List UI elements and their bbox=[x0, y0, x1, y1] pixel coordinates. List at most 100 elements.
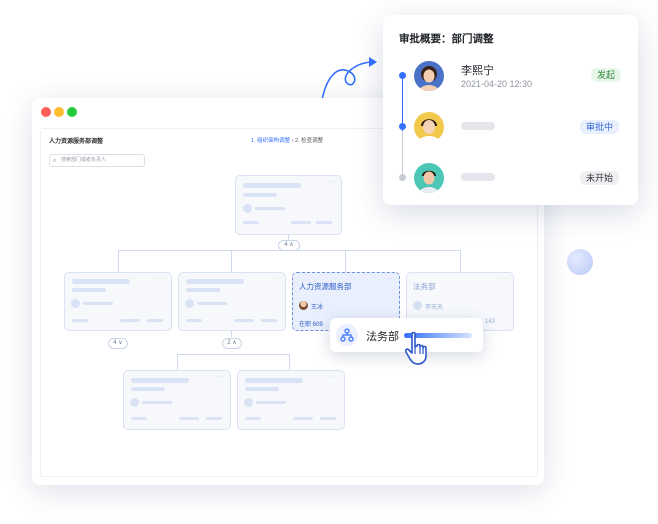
connector-line bbox=[460, 250, 461, 272]
connector-line bbox=[289, 354, 290, 370]
name-placeholder-bar bbox=[461, 122, 495, 130]
placeholder-bar bbox=[245, 387, 279, 391]
placeholder-bar bbox=[291, 221, 311, 224]
placeholder-bar bbox=[243, 221, 259, 224]
approval-summary-popup: 审批概要：部门调整 李熙宁 2021-04-20 12:30 发起 审批中 未开… bbox=[383, 15, 638, 205]
placeholder-bar bbox=[179, 417, 199, 420]
more-icon[interactable]: ··· bbox=[385, 276, 393, 282]
placeholder-bar bbox=[316, 221, 332, 224]
window-close-button[interactable] bbox=[41, 107, 51, 117]
placeholder-bar bbox=[186, 319, 202, 322]
user-avatar bbox=[414, 163, 444, 193]
org-card[interactable]: ··· bbox=[237, 370, 345, 430]
popup-title: 审批概要：部门调整 bbox=[399, 33, 494, 45]
department-name: 人力资源服务部 bbox=[299, 282, 352, 291]
org-card[interactable]: ··· bbox=[123, 370, 231, 430]
status-badge: 发起 bbox=[591, 68, 622, 82]
status-badge: 审批中 bbox=[580, 120, 620, 134]
user-avatar bbox=[414, 61, 444, 91]
placeholder-bar bbox=[131, 378, 189, 383]
placeholder-bar bbox=[256, 401, 286, 404]
timestamp: 2021-04-20 12:30 bbox=[461, 79, 533, 89]
decorative-circle bbox=[567, 249, 593, 275]
more-icon[interactable]: ··· bbox=[499, 276, 507, 282]
placeholder-bar bbox=[72, 319, 88, 322]
expand-toggle[interactable]: 4 ∨ bbox=[108, 338, 128, 349]
status-badge: 未开始 bbox=[580, 171, 620, 185]
department-label: 法务部 bbox=[366, 331, 399, 343]
name-placeholder-bar bbox=[461, 173, 495, 181]
decorative-arrow bbox=[321, 57, 377, 101]
step-1[interactable]: 1. 组织架构调整 bbox=[251, 138, 291, 144]
step-indicator: 1. 组织架构调整 › 2. 检查调整 bbox=[251, 136, 323, 144]
connector-line bbox=[177, 354, 289, 355]
hand-cursor-icon bbox=[404, 331, 427, 365]
placeholder-bar bbox=[197, 302, 227, 305]
window-maximize-button[interactable] bbox=[67, 107, 77, 117]
org-card-root[interactable]: ··· bbox=[235, 175, 342, 235]
placeholder-bar bbox=[186, 288, 220, 292]
person-name: 王冰 bbox=[311, 305, 324, 311]
placeholder-bar bbox=[255, 207, 285, 210]
timeline-line bbox=[402, 75, 403, 131]
more-icon[interactable]: ··· bbox=[327, 179, 335, 185]
drag-progress-bar bbox=[404, 333, 472, 338]
placeholder-bar bbox=[245, 417, 261, 420]
placeholder-bar bbox=[72, 279, 130, 284]
timeline-dot bbox=[399, 174, 406, 181]
connector-line bbox=[288, 233, 289, 240]
avatar-placeholder bbox=[185, 299, 194, 308]
expand-toggle[interactable]: 2 ∧ bbox=[222, 338, 242, 349]
org-card[interactable]: ··· bbox=[178, 272, 286, 331]
more-icon[interactable]: ··· bbox=[157, 276, 165, 282]
placeholder-bar bbox=[147, 319, 163, 322]
placeholder-bar bbox=[243, 193, 277, 197]
placeholder-bar bbox=[293, 417, 313, 420]
connector-line bbox=[231, 250, 232, 272]
placeholder-bar bbox=[131, 417, 147, 420]
placeholder-bar bbox=[120, 319, 140, 322]
more-icon[interactable]: ··· bbox=[271, 276, 279, 282]
page-title: 人力资源服务部调整 bbox=[49, 139, 104, 145]
connector-line bbox=[177, 354, 178, 370]
placeholder-bar bbox=[131, 387, 165, 391]
placeholder-bar bbox=[142, 401, 172, 404]
timeline-line bbox=[402, 131, 403, 179]
search-input[interactable]: ⌕ 搜索部门或者负责人 bbox=[49, 154, 145, 167]
placeholder-bar bbox=[234, 319, 254, 322]
window-minimize-button[interactable] bbox=[54, 107, 64, 117]
staff-count: 143 bbox=[485, 319, 496, 325]
expand-toggle[interactable]: 4 ∧ bbox=[278, 240, 300, 251]
placeholder-bar bbox=[261, 319, 277, 322]
person-name: 李天天 bbox=[425, 305, 444, 311]
person-avatar bbox=[299, 301, 308, 310]
person-avatar bbox=[413, 301, 422, 310]
step-2[interactable]: 2. 检查调整 bbox=[295, 138, 324, 144]
connector-line bbox=[345, 250, 346, 272]
staff-count: 在职 609 bbox=[299, 322, 323, 328]
dragged-department-tag[interactable]: 法务部 bbox=[330, 318, 483, 352]
more-icon[interactable]: ··· bbox=[216, 374, 224, 380]
search-icon: ⌕ bbox=[53, 158, 57, 164]
user-avatar bbox=[414, 112, 444, 142]
search-placeholder: 搜索部门或者负责人 bbox=[61, 157, 107, 163]
user-name: 李熙宁 bbox=[461, 65, 494, 77]
connector-line bbox=[231, 329, 232, 337]
placeholder-bar bbox=[72, 288, 106, 292]
more-icon[interactable]: ··· bbox=[330, 374, 338, 380]
avatar-placeholder bbox=[243, 204, 252, 213]
connector-line bbox=[118, 250, 119, 272]
placeholder-bar bbox=[243, 183, 301, 188]
placeholder-bar bbox=[206, 417, 222, 420]
placeholder-bar bbox=[83, 302, 113, 305]
placeholder-bar bbox=[245, 378, 303, 383]
timeline-dot bbox=[399, 72, 406, 79]
department-name: 法务部 bbox=[413, 282, 436, 291]
step-separator: › bbox=[291, 138, 294, 144]
avatar-placeholder bbox=[71, 299, 80, 308]
placeholder-bar bbox=[186, 279, 244, 284]
timeline-dot bbox=[399, 123, 406, 130]
org-structure-icon bbox=[336, 324, 358, 346]
org-card[interactable]: ··· bbox=[64, 272, 172, 331]
placeholder-bar bbox=[320, 417, 336, 420]
